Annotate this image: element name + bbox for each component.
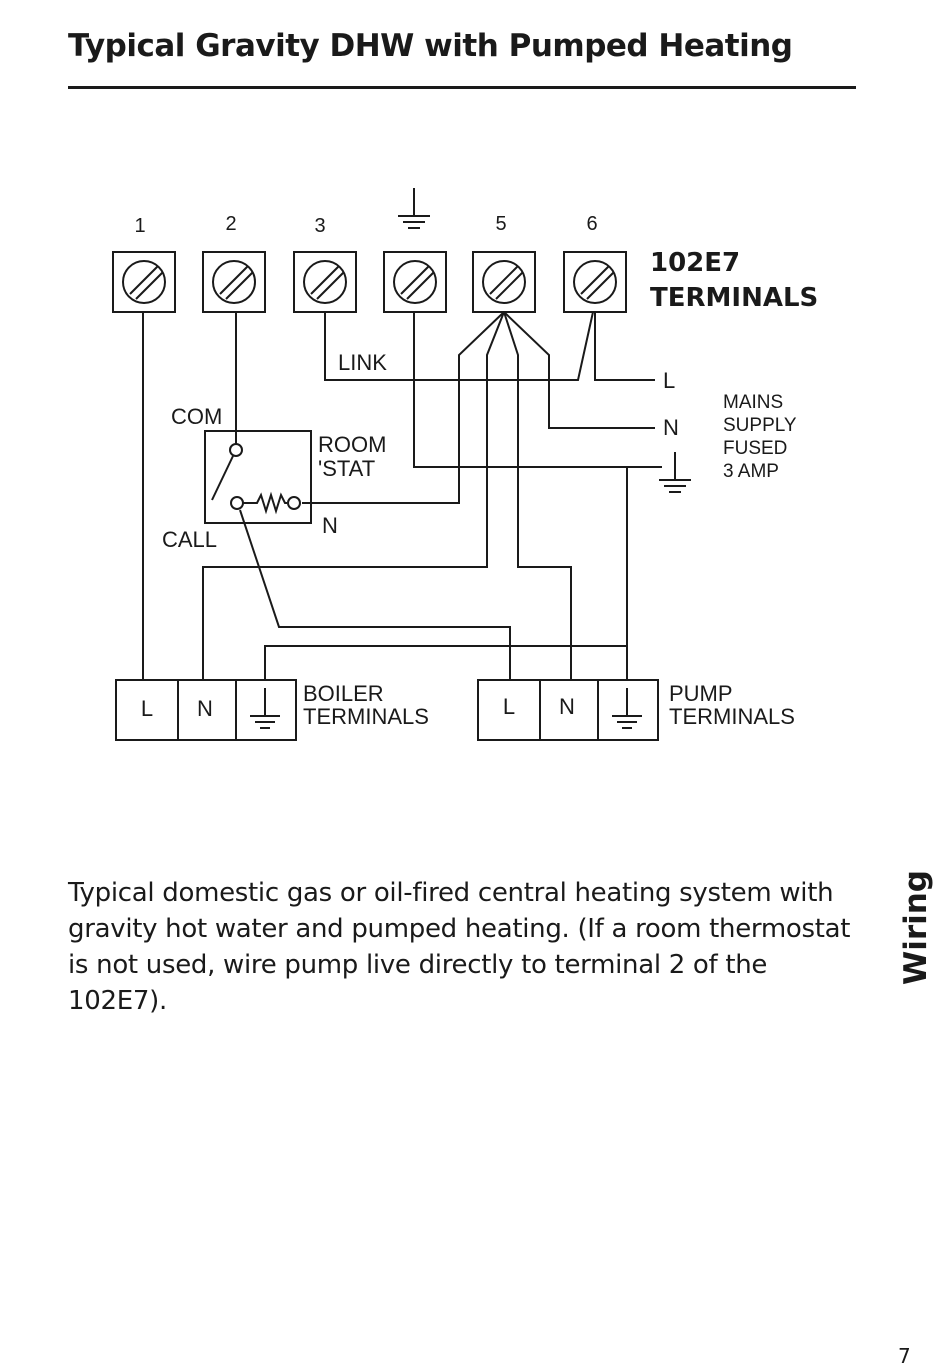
screw-icon <box>573 260 617 304</box>
section-tab-label: Wiring <box>898 870 934 985</box>
heater-resistor-icon <box>243 491 287 515</box>
room-thermostat <box>204 430 312 524</box>
stat-neutral-label: N <box>322 513 338 538</box>
terminal-number-6: 6 <box>586 213 597 235</box>
screw-icon <box>303 260 347 304</box>
pump-terminal-block <box>477 679 659 741</box>
wire-stat-neutral <box>302 311 505 504</box>
diagram-caption: Typical domestic gas or oil-fired centra… <box>68 878 851 1016</box>
neutral-contact-icon <box>287 496 301 510</box>
screw-icon <box>482 260 526 304</box>
screw-icon <box>393 260 437 304</box>
wire-mains-neutral <box>503 311 655 429</box>
pump-earth-icon <box>612 688 642 729</box>
wire-call-pump-live <box>239 509 511 680</box>
boiler-live-label: L <box>141 696 153 721</box>
wiring-diagram: 1 2 3 5 6 102E7 TERMINALS <box>112 188 818 741</box>
stat-com-label: COM <box>171 404 222 429</box>
terminal-number-1: 1 <box>134 215 145 237</box>
mains-neutral-label: N <box>663 415 679 440</box>
mains-label-line1: MAINS <box>723 392 783 413</box>
controller-terminals-title-line1: 102E7 <box>650 248 740 278</box>
pump-label-line1: PUMP <box>669 681 733 706</box>
switch-arm <box>211 455 234 501</box>
boiler-terminal-block <box>115 679 297 741</box>
pump-label-line2: TERMINALS <box>669 704 795 729</box>
stat-label-line2: 'STAT <box>318 456 375 481</box>
terminal-number-3: 3 <box>314 215 325 237</box>
page-number: 7 <box>898 1344 911 1368</box>
wire-boiler-earth <box>264 645 627 680</box>
boiler-label-line2: TERMINALS <box>303 704 429 729</box>
title-divider <box>68 86 856 89</box>
pump-live-label: L <box>503 694 515 719</box>
call-contact-icon <box>230 496 244 510</box>
terminal-number-5: 5 <box>495 213 506 235</box>
mains-live-label: L <box>663 368 675 393</box>
screw-icon <box>122 260 166 304</box>
mains-label-line4: 3 AMP <box>723 461 779 482</box>
mains-earth-icon <box>659 452 691 493</box>
wire-link <box>324 311 594 381</box>
stat-label-line1: ROOM <box>318 432 386 457</box>
wire-boiler-neutral <box>202 311 505 680</box>
stat-call-label: CALL <box>162 527 217 552</box>
page-title: Typical Gravity DHW with Pumped Heating <box>68 28 793 64</box>
mains-label-line3: FUSED <box>723 438 787 459</box>
wire-mains-live <box>594 312 655 381</box>
link-label: LINK <box>338 350 387 375</box>
controller-terminals-title-line2: TERMINALS <box>650 283 818 313</box>
boiler-neutral-label: N <box>197 696 213 721</box>
screw-icon <box>212 260 256 304</box>
terminal-2 <box>202 251 266 313</box>
controller-terminal-block <box>112 251 627 313</box>
mains-label-line2: SUPPLY <box>723 415 797 436</box>
com-contact-icon <box>229 443 243 457</box>
pump-neutral-label: N <box>559 694 575 719</box>
wire-earth <box>413 312 662 468</box>
earth-symbol-icon <box>398 188 430 229</box>
boiler-label-line1: BOILER <box>303 681 384 706</box>
wire-pump-neutral <box>503 311 572 680</box>
wiring <box>142 311 662 680</box>
terminal-number-2: 2 <box>225 213 236 235</box>
boiler-earth-icon <box>250 688 280 729</box>
